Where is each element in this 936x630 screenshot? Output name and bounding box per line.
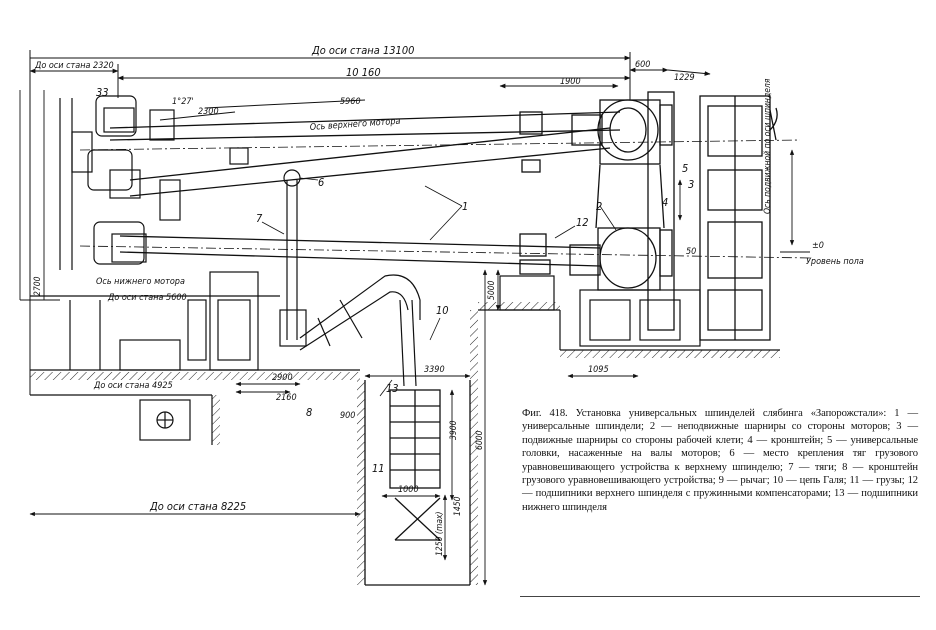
part-1: 1 (462, 200, 468, 213)
label-2160: 2160 (276, 393, 297, 403)
balancing-device (279, 169, 421, 387)
label-3390: 3390 (424, 365, 445, 375)
label-axis-upper-motor: Ось верхнего мотора (310, 117, 401, 133)
figure-caption: Фиг. 418. Установка универсальных шпинде… (522, 407, 918, 514)
label-axis-shift: Ось подвижной по оси шпинделя (763, 78, 773, 214)
counterweight-shaft (357, 310, 478, 586)
caption-divider (520, 596, 920, 597)
label-127: 1°27' (172, 97, 194, 107)
label-5960: 5960 (340, 97, 361, 107)
caption-lead: Фиг. 418. Установка универсальных шпинде… (522, 408, 887, 419)
vertical-dimensions (19, 90, 810, 586)
label-1450: 1450 (453, 496, 463, 516)
part-7: 7 (256, 212, 263, 225)
part-2: 2 (596, 200, 602, 213)
label-zero: ±0 (812, 241, 824, 251)
label-axis-lower-motor: Ось нижнего мотора (96, 277, 185, 287)
label-1900: 1900 (560, 77, 581, 87)
label-2700: 2700 (33, 276, 43, 296)
part-12: 12 (576, 216, 589, 229)
upper-spindle (79, 111, 801, 197)
label-10160: 10 160 (346, 66, 381, 79)
label-1250: 1250 (max) (435, 511, 445, 556)
leader-lines (261, 177, 617, 397)
mill-side-heads (569, 91, 675, 331)
label-50: 50 (686, 247, 696, 257)
part-number-labels: 1 2 3 4 5 6 7 8 10 11 12 13 33 (96, 86, 694, 475)
foundations (30, 271, 780, 445)
label-floor: Уровень пола (806, 257, 864, 267)
motor-heads (59, 95, 249, 270)
label-3900: 3900 (449, 420, 459, 440)
label-2900: 2900 (272, 373, 293, 383)
part-13: 13 (386, 382, 399, 395)
label-top-axis: До оси стана 13100 (311, 44, 414, 57)
top-dimension-lines (29, 50, 711, 395)
label-1229: 1229 (674, 73, 695, 83)
part-4: 4 (662, 196, 668, 209)
part-10: 10 (436, 304, 449, 317)
label-5000: 5000 (487, 280, 497, 300)
label-axis-8225: До оси стана 8225 (149, 500, 246, 513)
part-5: 5 (682, 162, 688, 175)
label-axis-4925: До оси стана 4925 (93, 381, 173, 391)
part-3: 3 (688, 178, 694, 191)
part-8: 8 (306, 406, 312, 419)
label-2300: 2300 (198, 107, 219, 117)
label-axis-5600: До оси стана 5600 (107, 293, 187, 303)
label-6000: 6000 (475, 430, 485, 450)
part-33: 33 (96, 86, 109, 99)
dimension-labels: До оси стана 13100 До оси стана 2320 10 … (33, 44, 864, 556)
lower-spindle (79, 233, 811, 275)
label-1000: 1000 (398, 485, 419, 495)
label-left-axis: До оси стана 2320 (34, 61, 114, 71)
rolling-stand (699, 95, 778, 341)
part-6: 6 (318, 176, 324, 189)
label-600: 600 (635, 60, 650, 70)
caption-body: 1 — универсальные шпиндели; 2 — неподвиж… (522, 408, 918, 513)
part-11: 11 (372, 462, 385, 475)
label-1095: 1095 (588, 365, 609, 375)
label-900: 900 (340, 411, 355, 421)
